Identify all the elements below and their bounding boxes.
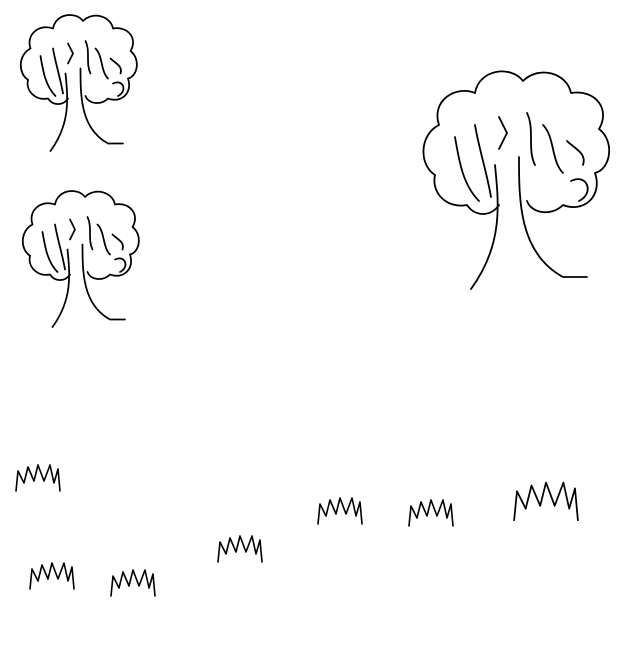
tree-middle-left [21,190,140,328]
grass-tuft-7-large [513,481,579,522]
grass-tuft-6 [408,499,454,527]
grass-tuft-4 [217,535,263,563]
grass-tuft-1 [15,464,61,492]
tree-large-right [422,70,611,291]
tree-top-left [19,14,138,152]
grass-tuft-5 [317,497,363,525]
grass-tuft-3 [110,569,156,597]
grass-tuft-2 [29,562,75,590]
